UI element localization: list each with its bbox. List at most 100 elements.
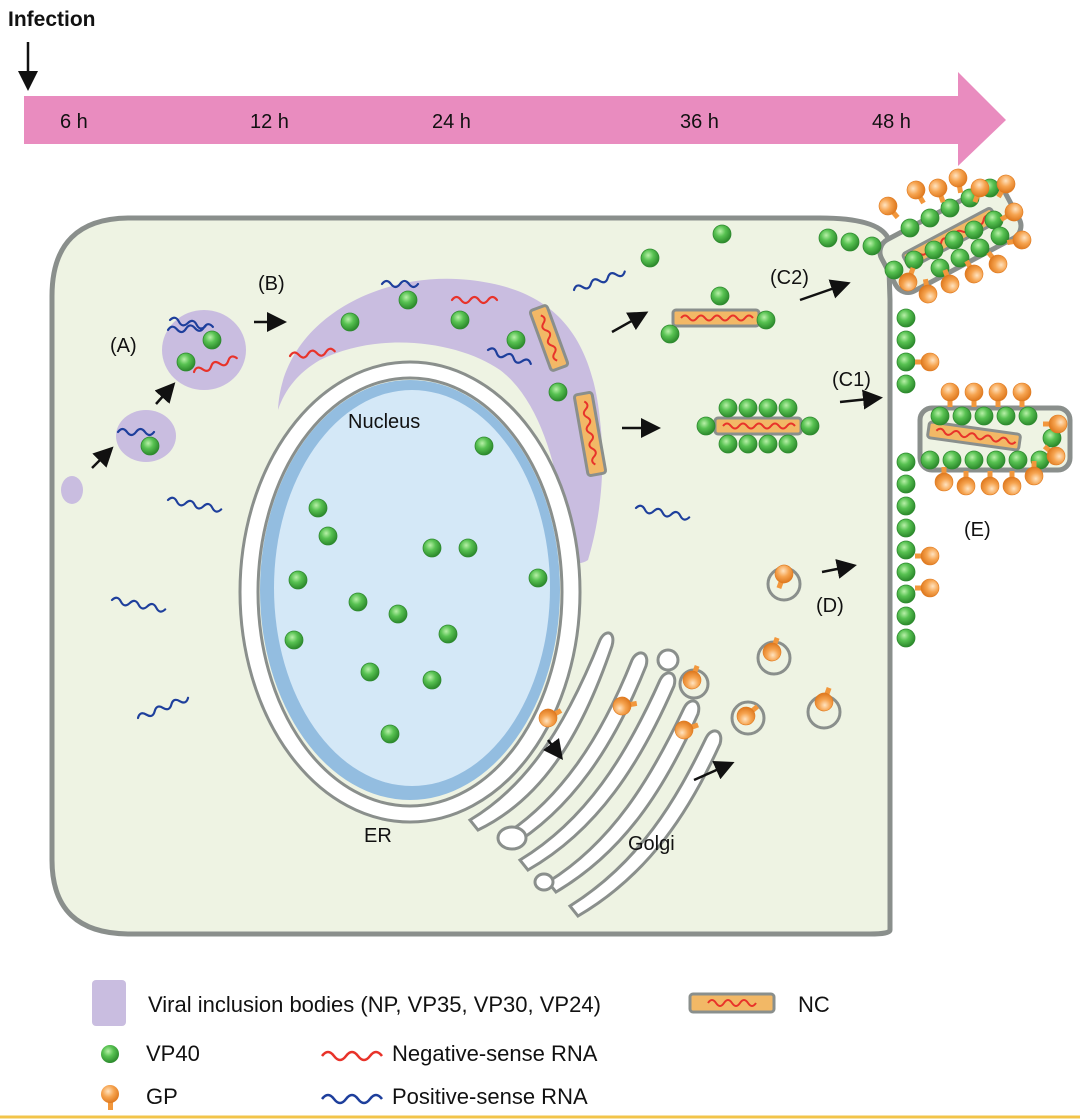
process-arrows bbox=[91, 279, 883, 782]
inclusion-body-tiny bbox=[61, 476, 83, 504]
pos-rna bbox=[572, 270, 626, 292]
legend-inclusion-swatch bbox=[92, 980, 126, 1026]
vp40-particle bbox=[896, 452, 916, 472]
vp40-particle bbox=[896, 562, 916, 582]
golgi-label: Golgi bbox=[628, 833, 675, 855]
vp40-particle bbox=[778, 434, 798, 454]
vp40-particle bbox=[1018, 406, 1038, 426]
gp-particle bbox=[940, 269, 960, 294]
arrow-golgi-in bbox=[543, 738, 563, 760]
gp-particle bbox=[682, 665, 702, 690]
pos-rna bbox=[116, 427, 156, 437]
gp-particle bbox=[964, 259, 984, 284]
vp40-particle bbox=[896, 628, 916, 648]
gp-head bbox=[736, 706, 756, 726]
gp-particle bbox=[1006, 230, 1032, 250]
nucleocapsid bbox=[926, 420, 1022, 452]
vp40-particle bbox=[900, 218, 920, 238]
gp-head bbox=[1046, 446, 1066, 466]
pos-rna bbox=[110, 596, 167, 613]
vp40-particle bbox=[388, 604, 408, 624]
arrow-d bbox=[821, 559, 857, 579]
vp40-particle bbox=[308, 498, 328, 518]
gp-head bbox=[1048, 414, 1068, 434]
stage-label-c1: (C1) bbox=[832, 369, 871, 391]
gp-head bbox=[980, 476, 1000, 496]
vp40-particle bbox=[862, 236, 882, 256]
gp-head bbox=[934, 472, 954, 492]
gp-particle bbox=[970, 178, 990, 203]
legend-pos-rna-label: Positive-sense RNA bbox=[392, 1084, 588, 1109]
vp40-particle bbox=[920, 450, 940, 470]
vp40-particle bbox=[758, 434, 778, 454]
nc-rna bbox=[935, 427, 1017, 445]
gp-stalk bbox=[947, 398, 953, 407]
vp40-particle bbox=[818, 228, 838, 248]
gp-particle bbox=[762, 637, 782, 662]
stage-label-e: (E) bbox=[964, 519, 991, 541]
gp-head bbox=[1004, 202, 1024, 222]
vp40-particle bbox=[422, 538, 442, 558]
nc-rna bbox=[722, 422, 796, 430]
arrow-c1 bbox=[839, 389, 883, 410]
vp40-particle bbox=[318, 526, 338, 546]
tick-36h: 36 h bbox=[680, 111, 719, 133]
stage-label-b: (B) bbox=[258, 273, 285, 295]
legend-vp40-label: VP40 bbox=[146, 1041, 200, 1066]
vp40-particle bbox=[176, 352, 196, 372]
gp-particle bbox=[878, 196, 900, 220]
stage-label-a: (A) bbox=[110, 335, 137, 357]
gp-particle bbox=[736, 704, 760, 726]
timeline-arrow bbox=[24, 72, 1006, 166]
vp40-particle bbox=[1008, 450, 1028, 470]
gp-head bbox=[988, 254, 1008, 274]
vp40-particle bbox=[438, 624, 458, 644]
gp-head bbox=[898, 272, 918, 292]
golgi-apparatus bbox=[467, 631, 723, 918]
inclusion-body-large bbox=[278, 278, 603, 564]
vp40-particle bbox=[458, 538, 478, 558]
gp-head bbox=[928, 178, 948, 198]
gp-particle bbox=[906, 180, 926, 205]
nc-rna bbox=[680, 314, 754, 322]
legend-gp-icon bbox=[101, 1085, 119, 1110]
nc-rna bbox=[540, 314, 558, 362]
gp-particle bbox=[996, 174, 1016, 199]
gp-particle bbox=[999, 202, 1024, 222]
pos-rna bbox=[168, 316, 207, 330]
gp-head bbox=[674, 720, 694, 740]
gp-particle bbox=[934, 467, 954, 492]
gp-stalk bbox=[1031, 461, 1037, 470]
vp40-particle bbox=[738, 434, 758, 454]
gp-head bbox=[906, 180, 926, 200]
vp40-particle bbox=[986, 450, 1006, 470]
vp40-particle bbox=[840, 232, 860, 252]
vp40-particle bbox=[924, 240, 944, 260]
vp40-particle bbox=[964, 450, 984, 470]
vp40-particle bbox=[896, 308, 916, 328]
vp40-particle bbox=[474, 436, 494, 456]
gp-particle bbox=[612, 696, 638, 716]
neg-rna bbox=[192, 355, 238, 374]
vp40-particle bbox=[896, 518, 916, 538]
gp-particle bbox=[898, 267, 918, 292]
er-label: ER bbox=[364, 825, 392, 847]
gp-particle bbox=[980, 471, 1000, 496]
vp40-particle bbox=[380, 724, 400, 744]
legend-neg-rna-icon bbox=[321, 1050, 383, 1062]
vp40-particle bbox=[202, 330, 222, 350]
vp40-particle bbox=[942, 450, 962, 470]
gp-stalk bbox=[987, 471, 993, 480]
vp40-particle bbox=[528, 568, 548, 588]
vp40-particle bbox=[896, 330, 916, 350]
tick-12h: 12 h bbox=[250, 111, 289, 133]
pos-rna bbox=[634, 504, 691, 521]
arrow-c2 bbox=[799, 279, 851, 302]
vp40-particle bbox=[640, 248, 660, 268]
legend-nc-label: NC bbox=[798, 992, 830, 1017]
gp-layer bbox=[538, 168, 1068, 740]
pos-rna bbox=[380, 279, 420, 289]
gp-head bbox=[940, 382, 960, 402]
gp-stalk bbox=[1009, 471, 1015, 480]
arrow-c2-start bbox=[611, 311, 649, 334]
